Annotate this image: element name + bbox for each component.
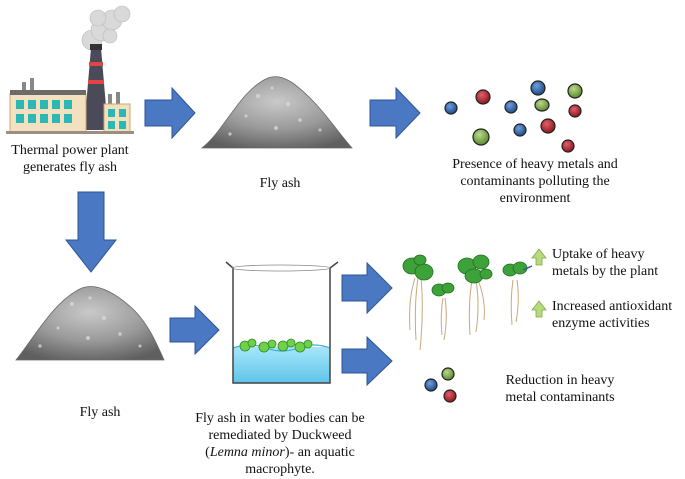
remediation-line: remediated by Duckweed <box>208 428 352 443</box>
remediation-line: (Lemna minor)- an aquatic <box>180 444 380 461</box>
block-arrow-icon <box>144 86 196 140</box>
pollution-line: environment <box>499 191 571 206</box>
duckweed-icon <box>402 254 533 351</box>
uptake-line: metals by the plant <box>552 264 659 279</box>
block-arrow-icon <box>341 335 393 387</box>
remediation-rest: )- an aquatic <box>284 445 355 460</box>
fly-ash-text: Fly ash <box>79 405 121 420</box>
metal-particle-icon <box>444 80 583 153</box>
block-arrow-icon <box>169 304 220 356</box>
remediation-label: Fly ash in water bodies can be remediate… <box>180 410 380 478</box>
pollution-line: Presence of heavy metals and <box>452 157 618 172</box>
block-arrow-icon <box>369 86 421 140</box>
species-name: Lemna minor <box>209 445 285 460</box>
fly-ash-text: Fly ash <box>259 176 301 191</box>
factory-icon <box>6 5 134 134</box>
power-plant-line: generates fly ash <box>22 160 118 175</box>
block-arrow-icon <box>341 261 393 315</box>
fly-ash-bottom-label: Fly ash <box>60 404 140 421</box>
power-plant-line: Thermal power plant <box>11 143 129 158</box>
antioxidant-line: enzyme activities <box>552 316 650 331</box>
up-arrow-icon <box>531 248 547 266</box>
duckweed-icon <box>239 338 313 353</box>
beaker-icon <box>225 261 339 384</box>
up-arrow-icon <box>531 300 547 318</box>
pollution-label: Presence of heavy metals and contaminant… <box>430 156 640 207</box>
uptake-label: Uptake of heavy metals by the plant <box>552 246 682 280</box>
ash-pile-icon <box>15 286 165 361</box>
block-arrow-icon <box>64 191 118 273</box>
metal-particle-icon <box>424 367 457 403</box>
fly-ash-top-label: Fly ash <box>240 175 320 192</box>
remediation-line: macrophyte. <box>245 462 315 477</box>
reduction-line: Reduction in heavy <box>505 373 615 388</box>
reduction-label: Reduction in heavy metal contaminants <box>490 372 630 406</box>
paren-open: ( <box>205 445 210 460</box>
antioxidant-label: Increased antioxidant enzyme activities <box>552 298 684 332</box>
remediation-line: Fly ash in water bodies can be <box>195 411 365 426</box>
ash-pile-icon <box>200 76 353 149</box>
reduction-line: metal contaminants <box>505 390 615 405</box>
power-plant-label: Thermal power plant generates fly ash <box>0 142 140 176</box>
antioxidant-line: Increased antioxidant <box>552 299 673 314</box>
uptake-line: Uptake of heavy <box>552 247 645 262</box>
pollution-line: contaminants polluting the <box>460 174 610 189</box>
